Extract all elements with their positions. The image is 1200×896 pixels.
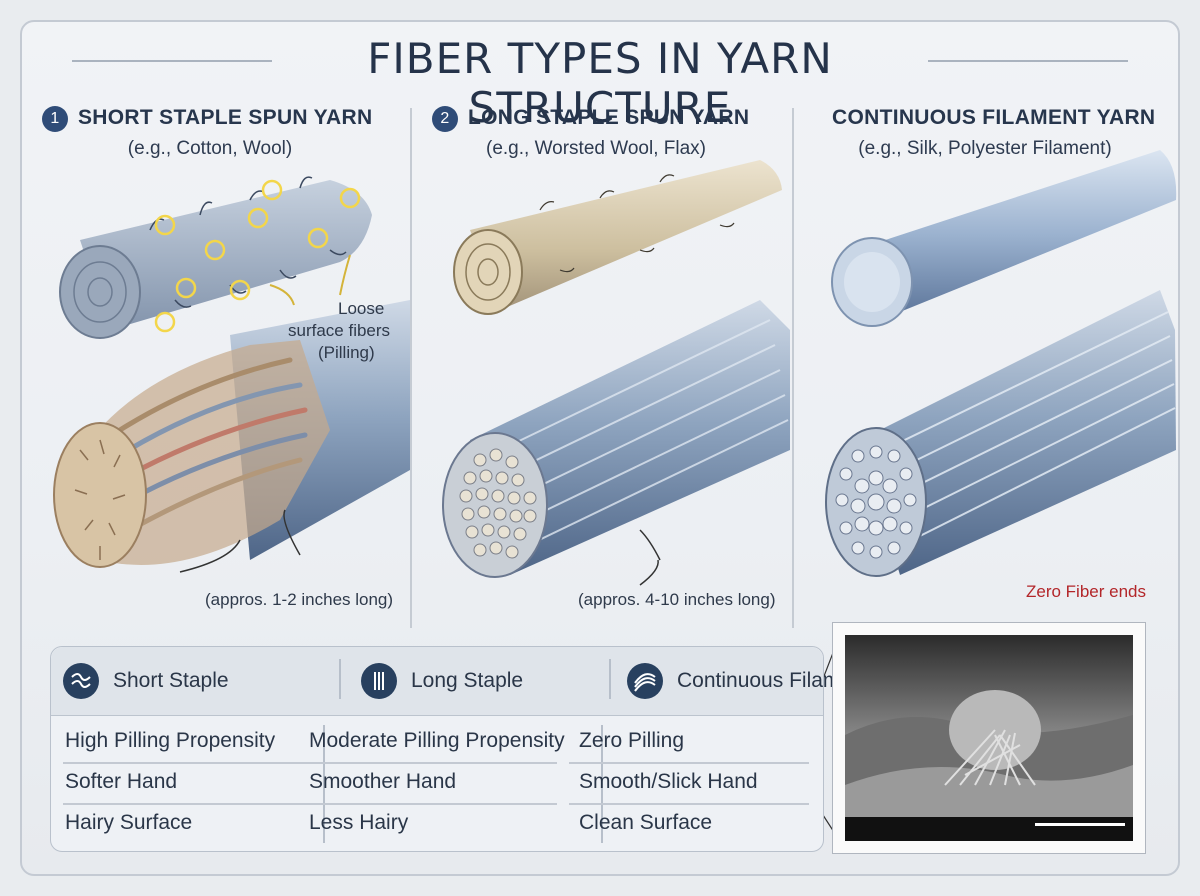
loose-fibers-label-line3: (Pilling)	[318, 343, 375, 362]
cell-filament-pilling: Zero Pilling	[579, 729, 685, 752]
filament-bundle-illustration	[825, 290, 1176, 577]
section-1-heading: 1 SHORT STAPLE SPUN YARN	[42, 106, 372, 132]
body-divider-1	[323, 725, 325, 843]
column-divider-2	[792, 108, 794, 628]
wavy-fibers-icon	[63, 663, 99, 699]
section-1-subtitle: (e.g., Cotton, Wool)	[127, 138, 293, 159]
header-short-staple-label: Short Staple	[113, 669, 229, 692]
section-2-heading: 2 LONG STAPLE SPUN YARN	[432, 106, 749, 132]
cell-long-pilling: Moderate Pilling Propensity	[309, 729, 565, 752]
row-separator-1-mid	[297, 762, 557, 764]
short-length-label: (appros. 1-2 inches long)	[205, 590, 394, 609]
section-3-subtitle: (e.g., Silk, Polyester Filament)	[858, 138, 1112, 159]
header-short-staple: Short Staple	[63, 661, 229, 701]
header-continuous-filament-label: Continuous Filament	[677, 669, 870, 692]
sem-micrograph-frame	[832, 622, 1146, 854]
fuzzy-yarn-illustration	[59, 176, 372, 339]
row-separator-2-mid	[297, 803, 557, 805]
header-divider-2	[609, 659, 611, 699]
title-rule-right	[928, 60, 1128, 62]
loose-fibers-label-line1: Loose	[338, 299, 385, 318]
cell-long-hand: Smoother Hand	[309, 770, 457, 793]
row-separator-2-right	[569, 803, 809, 805]
section-1-title: SHORT STAPLE SPUN YARN	[78, 106, 373, 129]
loose-fibers-label-line2: surface fibers	[288, 321, 391, 340]
section-2-number-badge: 2	[432, 106, 458, 132]
short-staple-cutaway-illustration	[53, 300, 410, 573]
row-separator-1-right	[569, 762, 809, 764]
section-3-title: CONTINUOUS FILAMENT YARN	[832, 106, 1156, 129]
page-title: FIBER TYPES IN YARN STRUCTURE	[367, 34, 833, 132]
column-divider-1	[410, 108, 412, 628]
header-continuous-filament: Continuous Filament	[627, 661, 870, 701]
long-length-label: (appros. 4-10 inches long)	[578, 590, 776, 609]
header-divider-1	[339, 659, 341, 699]
header-long-staple: Long Staple	[361, 661, 523, 701]
cell-filament-hand: Smooth/Slick Hand	[579, 770, 758, 793]
flax-roving-illustration	[453, 160, 782, 315]
header-long-staple-label: Long Staple	[411, 669, 524, 692]
filament-rod-illustration	[831, 150, 1177, 327]
straight-fibers-icon	[361, 663, 397, 699]
row-separator-2-left	[63, 803, 313, 805]
cell-short-pilling: High Pilling Propensity	[65, 729, 276, 752]
section-2-subtitle: (e.g., Worsted Wool, Flax)	[486, 138, 706, 159]
zero-fiber-ends-label: Zero Fiber ends	[1026, 582, 1146, 601]
long-staple-bundle-illustration	[442, 300, 790, 586]
sem-micrograph-image	[845, 635, 1133, 841]
title-rule-left	[72, 60, 272, 62]
cell-filament-surface: Clean Surface	[579, 811, 713, 834]
cell-short-surface: Hairy Surface	[65, 811, 193, 834]
body-divider-2	[601, 725, 603, 843]
comparison-table: Short Staple Long Staple Continuous Fila…	[50, 646, 870, 852]
cell-long-surface: Less Hairy	[309, 811, 409, 834]
section-2-title: LONG STAPLE SPUN YARN	[468, 106, 750, 129]
curved-filaments-icon	[627, 663, 663, 699]
table-header-row: Short Staple Long Staple Continuous Fila…	[51, 647, 870, 716]
section-1-number-badge: 1	[42, 106, 68, 132]
row-separator-1-left	[63, 762, 313, 764]
cell-short-hand: Softer Hand	[65, 770, 178, 793]
